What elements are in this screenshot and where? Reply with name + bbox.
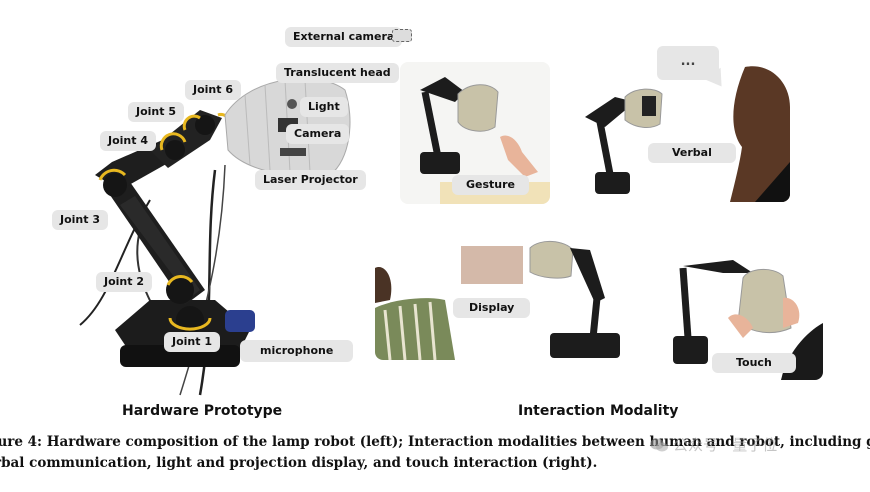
callout-joint5: Joint 5	[128, 102, 184, 122]
callout-joint4: Joint 4	[100, 131, 156, 151]
wechat-icon	[650, 438, 668, 452]
callout-laser-projector: Laser Projector	[255, 170, 366, 190]
callout-joint2: Joint 2	[96, 272, 152, 292]
callout-translucent-head: Translucent head	[276, 63, 399, 83]
caption-line-2: rbal communication, light and projection…	[0, 455, 598, 471]
photo-verbal	[580, 62, 790, 202]
photo-display	[375, 238, 630, 360]
modality-verbal: Verbal	[648, 143, 736, 163]
watermark-text: 公众号 · 量子位	[673, 436, 778, 454]
watermark: 公众号 · 量子位	[650, 434, 870, 456]
right-section-title: Interaction Modality	[518, 403, 679, 419]
photo-touch	[663, 238, 823, 380]
callout-microphone: microphone	[240, 340, 354, 362]
speech-bubble-dots: ...	[680, 54, 696, 69]
callout-external-camera: External camera	[285, 27, 403, 47]
external-camera-icon	[392, 29, 412, 42]
callout-joint1: Joint 1	[164, 332, 220, 352]
callout-camera: Camera	[286, 124, 350, 144]
callout-light: Light	[300, 97, 348, 117]
modality-touch: Touch	[712, 353, 796, 373]
callout-joint3: Joint 3	[52, 210, 108, 230]
speech-bubble: ...	[657, 46, 730, 93]
callout-joint6: Joint 6	[185, 80, 241, 100]
modality-gesture: Gesture	[452, 175, 530, 195]
figure-4: External camera Translucent head Light C…	[52, 27, 823, 419]
modality-display: Display	[453, 298, 531, 318]
left-section-title: Hardware Prototype	[122, 403, 283, 419]
